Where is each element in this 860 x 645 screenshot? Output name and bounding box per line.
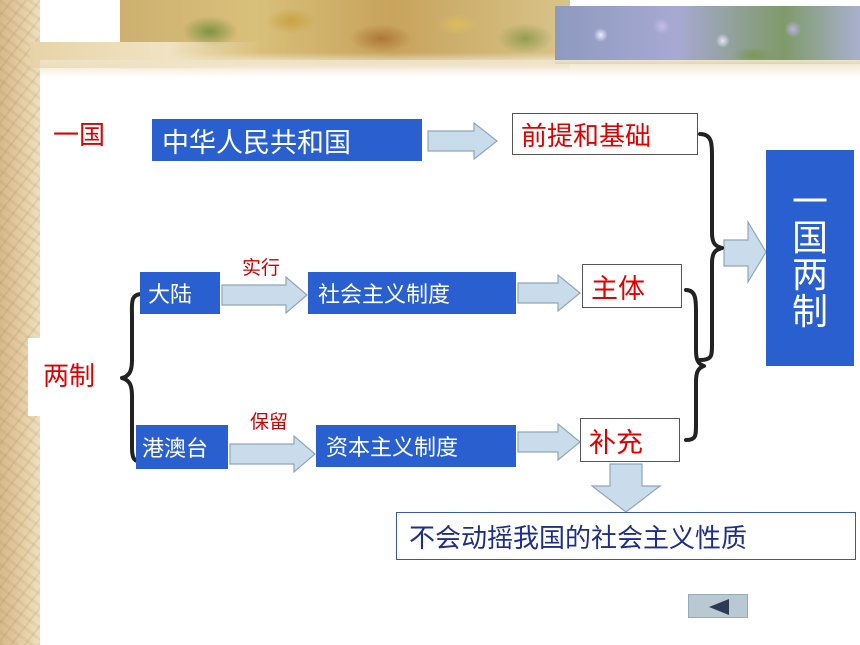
title-char: 制 — [791, 291, 828, 333]
arrow-hkmt-to-capitalism — [229, 434, 316, 474]
title-char: 国 — [791, 218, 828, 260]
back-button[interactable] — [688, 594, 748, 618]
background-texture-strip — [0, 0, 40, 645]
arrow-socialism-to-main — [517, 273, 581, 313]
arrow-to-title — [723, 219, 767, 285]
banner-flowers-image — [555, 6, 860, 64]
box-capitalism: 资本主义制度 — [316, 425, 516, 467]
arrow-capitalism-to-supplement — [517, 422, 581, 462]
right-brace-bottom — [684, 288, 706, 442]
box-premise: 前提和基础 — [512, 113, 698, 155]
banner-fade — [40, 60, 860, 78]
box-main-body: 主体 — [582, 264, 682, 308]
box-socialist-nature: 不会动摇我国的社会主义性质 — [396, 512, 856, 560]
label-implement: 实行 — [242, 257, 281, 279]
arrow-mainland-to-socialism — [221, 275, 308, 315]
box-mainland: 大陆 — [140, 272, 220, 314]
right-brace-top — [698, 132, 724, 362]
label-one-country: 一国 — [42, 110, 116, 162]
label-retain: 保留 — [250, 411, 289, 433]
left-brace — [120, 292, 144, 464]
box-hk-macao-taiwan: 港澳台 — [136, 425, 228, 469]
arrow-prc-to-premise — [427, 121, 498, 161]
title-one-country-two-systems: 一 国 两 制 — [766, 150, 854, 366]
triangle-left-icon — [709, 599, 729, 615]
box-prc: 中华人民共和国 — [152, 119, 422, 161]
title-char: 两 — [791, 255, 828, 296]
box-supplement: 补充 — [580, 418, 680, 462]
title-char: 一 — [791, 181, 828, 223]
arrow-down-to-nature — [590, 463, 662, 513]
box-socialism: 社会主义制度 — [308, 272, 516, 314]
label-two-systems: 两制 — [28, 338, 110, 416]
